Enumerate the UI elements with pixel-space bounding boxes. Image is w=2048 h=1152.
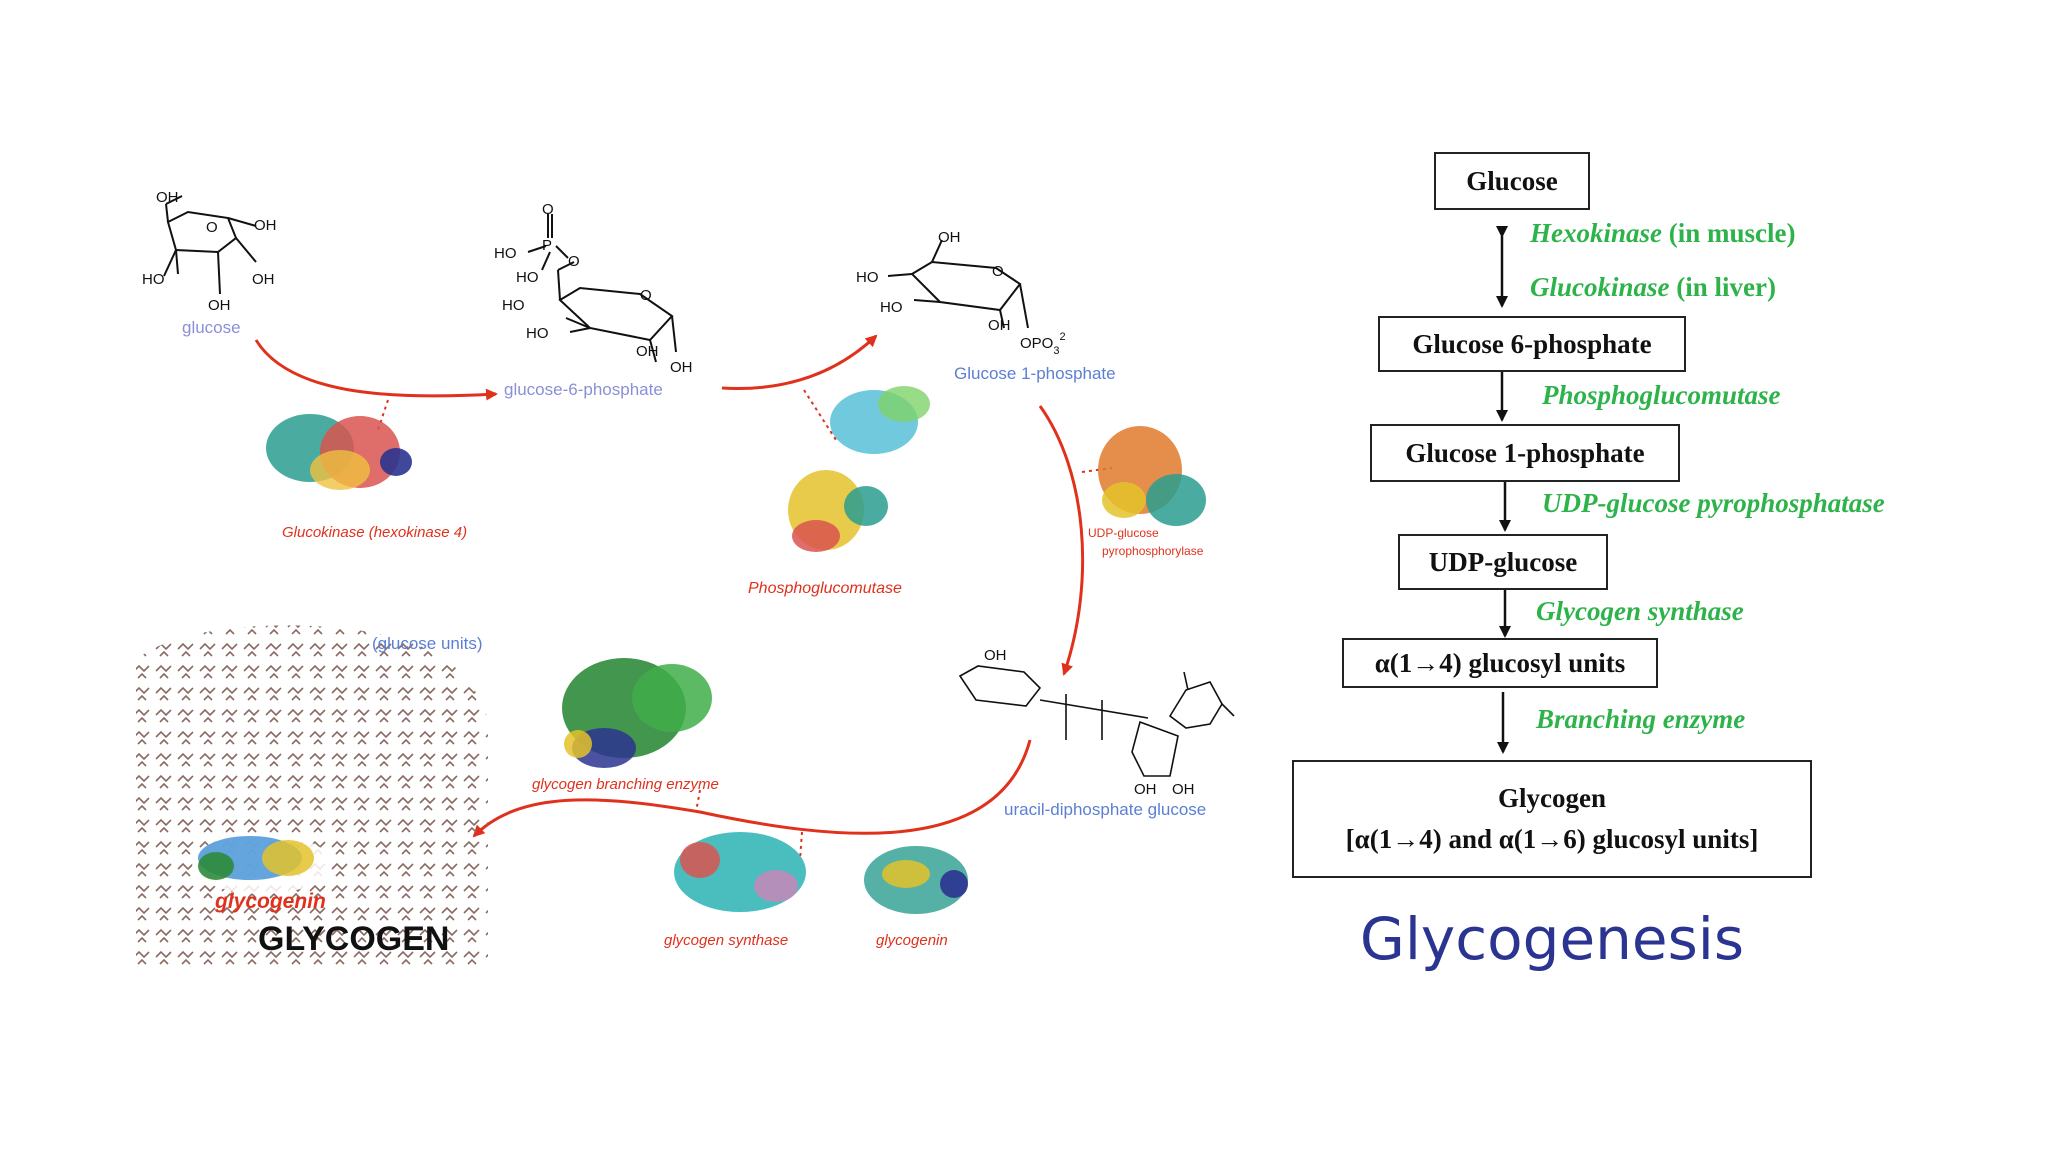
glucose-ho-1: HO	[142, 271, 165, 288]
glucokinase-label: Glucokinase (hexokinase 4)	[282, 524, 468, 541]
g6p-structure	[527, 214, 677, 363]
glycogen-box-subtitle: [α(1→4) and α(1→6) glucosyl units]	[1345, 824, 1759, 854]
g1p-box: Glucose 1-phosphate	[1370, 424, 1680, 482]
glucose-units-label: (glucose units)	[372, 634, 483, 653]
alpha14-box: α(1→4) glucosyl units	[1342, 638, 1658, 688]
glucose-box: Glucose	[1434, 152, 1590, 210]
g6p-ring-o: O	[640, 287, 652, 304]
glycogen-label: GLYCOGEN	[258, 920, 450, 958]
hexokinase-label: Hexokinase (in muscle)	[1530, 218, 1796, 248]
g1p-oh-2: OH	[988, 317, 1011, 334]
glycogen-synthase-label: glycogen synthase	[664, 932, 789, 949]
g6p-o: O	[542, 201, 554, 218]
glycogen-box: Glycogen [α(1→4) and α(1→6) glucosyl uni…	[1292, 760, 1812, 878]
g1p-ho-2: HO	[880, 299, 903, 316]
udpg-box: UDP-glucose	[1398, 534, 1608, 590]
glucose-oh-4: OH	[208, 297, 231, 314]
g1p-oh-1: OH	[938, 229, 961, 246]
g1p-opo3: OPO32	[1020, 331, 1066, 357]
udpg-label: uracil-diphosphate glucose	[1004, 800, 1207, 819]
g6p-oh-1: OH	[636, 343, 659, 360]
glucose-label: glucose	[182, 318, 241, 337]
glycogen-branching-enzyme-protein-image	[562, 658, 712, 768]
glycogen-synthase-flow-label: Glycogen synthase	[1536, 596, 1744, 626]
phosphoglucomutase-label: Phosphoglucomutase	[748, 580, 902, 597]
glycogen-box-title: Glycogen	[1498, 783, 1606, 813]
udp-glucose-pyrophosphatase-label: UDP-glucose pyrophosphatase	[1542, 488, 1885, 518]
udpg-oh-2: OH	[1172, 781, 1195, 798]
branching-enzyme-flow-label: Branching enzyme	[1536, 704, 1746, 734]
arrow-g1p-to-udpg	[1038, 405, 1085, 676]
pathway-illustration: OH O OH OH OH HO O P HO HO O HO HO OH OH…	[136, 189, 1235, 970]
phosphoglucomutase-protein-image	[788, 386, 930, 552]
arrow-g6p-to-g1p	[721, 334, 878, 390]
udpg-oh-3: OH	[1134, 781, 1157, 798]
reaction-arrows	[254, 334, 1085, 838]
udp-glucose-pyrophosphorylase-protein-image	[1098, 426, 1206, 526]
glucose-structure	[163, 195, 257, 295]
arrow-glucose-to-g6p	[254, 339, 498, 401]
udpg-oh-1: OH	[984, 647, 1007, 664]
arrow-udpg-to-glycogen	[472, 739, 1032, 838]
g1p-ho-1: HO	[856, 269, 879, 286]
udp-pyrophosphorylase-label-1: UDP-glucose	[1088, 526, 1159, 540]
g6p-label: glucose-6-phosphate	[504, 380, 663, 399]
flowchart-arrows	[1496, 226, 1511, 754]
g1p-label: Glucose 1-phosphate	[954, 364, 1116, 383]
enzyme-tie-lines	[377, 389, 1113, 861]
g6p-o-link: O	[568, 253, 580, 270]
g6p-oh-2: OH	[670, 359, 693, 376]
glucose-oh-1: OH	[156, 189, 179, 206]
glycogenin-protein-image	[864, 846, 968, 914]
glucose-oh-2: OH	[254, 217, 277, 234]
glucokinase-flow-label: Glucokinase (in liver)	[1530, 272, 1776, 302]
g6p-ho-1: HO	[494, 245, 517, 262]
g6p-ho-3: HO	[502, 297, 525, 314]
glycogen-particle-image	[136, 625, 488, 970]
glycogen-synthase-protein-image	[674, 832, 806, 912]
glycogenin-label: glycogenin	[876, 932, 948, 949]
branching-enzyme-label: glycogen branching enzyme	[532, 776, 719, 793]
glucokinase-protein-image	[266, 414, 412, 490]
udp-pyrophosphorylase-label-2: pyrophosphorylase	[1102, 544, 1204, 558]
figure-title: Glycogenesis	[1359, 905, 1745, 973]
glucose-oh-3: OH	[252, 271, 275, 288]
g6p-ho-2: HO	[516, 269, 539, 286]
glycogenin-inner-label: glycogenin	[215, 890, 326, 913]
phosphoglucomutase-flow-label: Phosphoglucomutase	[1542, 380, 1781, 410]
glucose-ring-o: O	[206, 219, 218, 236]
g6p-p: P	[542, 237, 552, 254]
g1p-structure	[887, 239, 1029, 329]
g1p-ring-o: O	[992, 263, 1004, 280]
g6p-box: Glucose 6-phosphate	[1378, 316, 1686, 372]
g6p-ho-4: HO	[526, 325, 549, 342]
udpg-structure	[958, 665, 1235, 777]
